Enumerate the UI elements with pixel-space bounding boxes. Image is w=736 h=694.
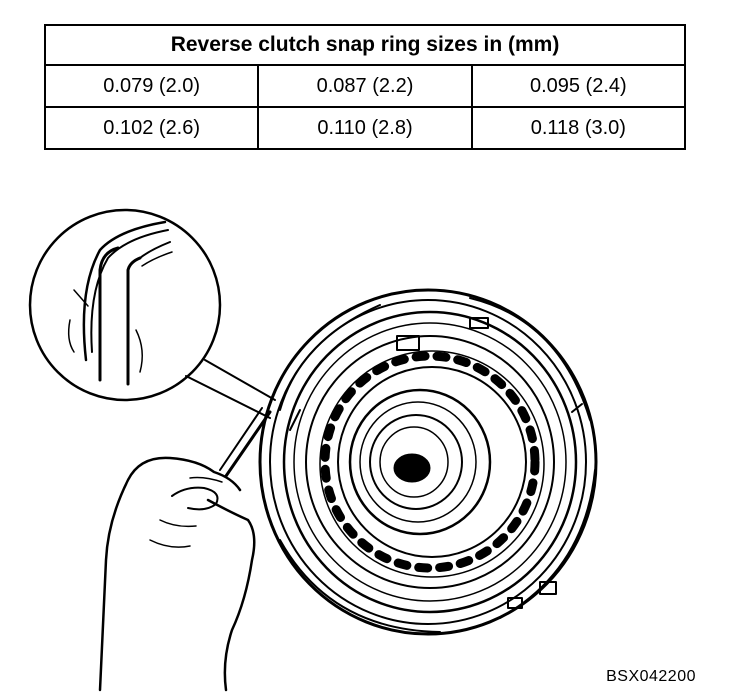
snap-ring-size-table: Reverse clutch snap ring sizes in (mm) 0… [43, 24, 687, 150]
table-title: Reverse clutch snap ring sizes in (mm) [44, 24, 686, 66]
table-header-row: Reverse clutch snap ring sizes in (mm) [44, 24, 686, 66]
hand-icon [98, 456, 256, 692]
figure-code: BSX042200 [606, 668, 696, 685]
table-cell: 0.118 (3.0) [470, 106, 687, 150]
table-cell: 0.087 (2.2) [257, 64, 473, 108]
table-cell: 0.095 (2.4) [470, 64, 687, 108]
table-row: 0.102 (2.6) 0.110 (2.8) 0.118 (3.0) [43, 106, 687, 150]
table-cell: 0.079 (2.0) [43, 64, 260, 108]
table-cell: 0.110 (2.8) [257, 106, 473, 150]
table-row: 0.079 (2.0) 0.087 (2.2) 0.095 (2.4) [43, 64, 687, 108]
screwdriver-icon [219, 407, 272, 478]
clutch-drum [258, 288, 598, 636]
clutch-drum-illustration [28, 208, 598, 692]
table-cell: 0.102 (2.6) [43, 106, 260, 150]
snap-ring-detail-magnifier [28, 208, 276, 419]
